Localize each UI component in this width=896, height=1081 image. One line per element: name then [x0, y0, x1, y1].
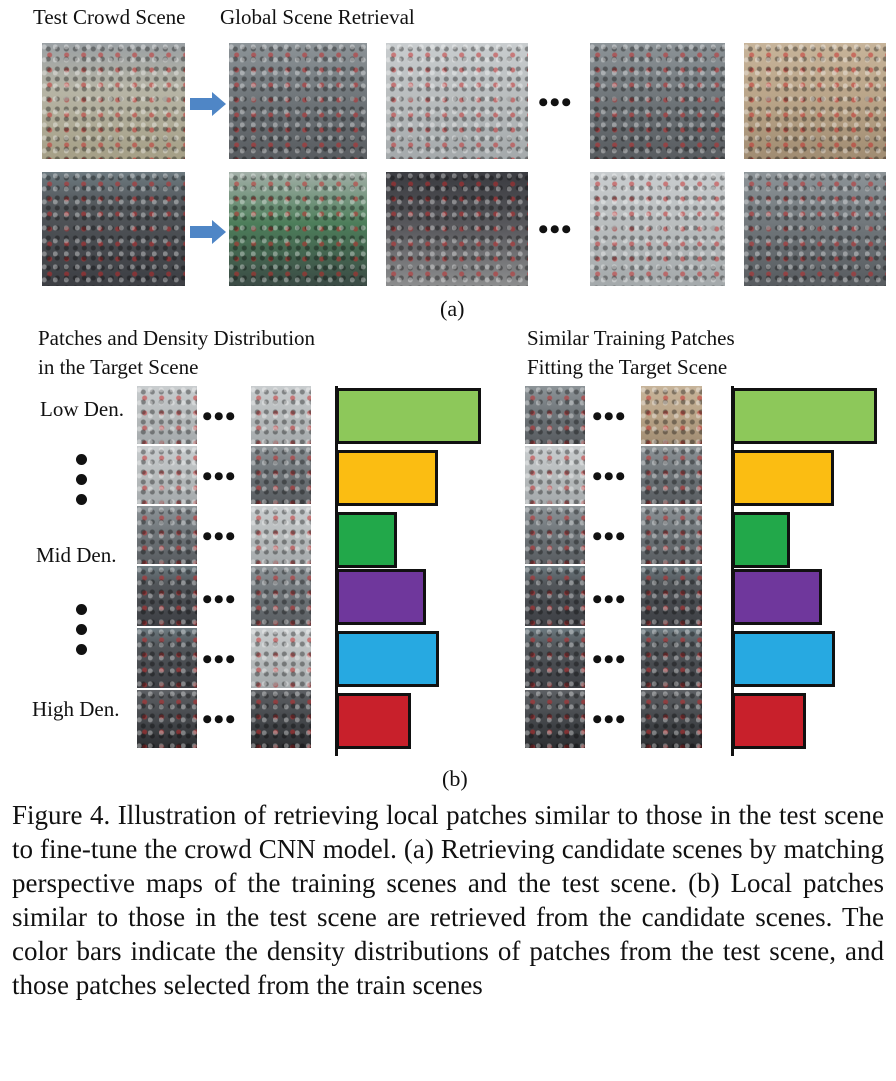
training-patch: [641, 446, 702, 504]
target-patch: [251, 506, 311, 564]
ellipsis: •••: [202, 400, 237, 433]
training-patch: [525, 690, 585, 748]
target-patch: [137, 628, 197, 688]
vertical-dot: [76, 494, 87, 505]
density-bar: [732, 450, 834, 506]
test-scene-image-1: [42, 43, 185, 159]
target-patch: [251, 690, 311, 748]
panel-b-label: (b): [442, 766, 468, 791]
training-patch: [641, 690, 702, 748]
ellipsis: •••: [592, 703, 627, 736]
density-bar: [336, 569, 426, 625]
ellipsis: •••: [592, 400, 627, 433]
training-patch: [525, 566, 585, 626]
retrieved-scene-image: [744, 172, 886, 286]
density-bar: [732, 693, 806, 749]
vertical-dot: [76, 604, 87, 615]
ellipsis: •••: [592, 520, 627, 553]
retrieved-scene-image: [229, 43, 367, 159]
ellipsis: •••: [538, 213, 573, 246]
density-bar: [336, 512, 397, 568]
retrieved-scene-image: [386, 172, 528, 286]
ellipsis: •••: [202, 703, 237, 736]
ellipsis: •••: [202, 583, 237, 616]
panel-a-label: (a): [440, 296, 465, 321]
ellipsis: •••: [202, 520, 237, 553]
density-bar: [732, 388, 877, 444]
retrieved-scene-image: [590, 172, 725, 286]
retrieved-scene-image: [744, 43, 886, 159]
density-bar: [336, 450, 438, 506]
figure-caption: Figure 4. Illustration of retrieving loc…: [12, 800, 884, 1000]
training-patch: [525, 446, 585, 504]
ellipsis: •••: [202, 643, 237, 676]
target-patch: [137, 386, 197, 444]
training-patch: [641, 506, 702, 564]
training-patch: [641, 566, 702, 626]
training-patch: [525, 386, 585, 444]
density-bar: [732, 512, 790, 568]
target-patch: [137, 690, 197, 748]
vertical-dot: [76, 454, 87, 465]
training-density-bars: [731, 386, 879, 756]
retrieved-scene-image: [590, 43, 725, 159]
target-patch: [137, 446, 197, 504]
training-patch: [525, 506, 585, 564]
density-bar: [336, 693, 411, 749]
vertical-dot: [76, 644, 87, 655]
high-density-label: High Den.: [32, 697, 120, 721]
ellipsis: •••: [592, 643, 627, 676]
arrow-right-icon: [190, 92, 226, 116]
left-title-line2: in the Target Scene: [38, 355, 199, 379]
retrieved-scene-image: [229, 172, 367, 286]
target-patch: [137, 506, 197, 564]
test-crowd-scene-heading: Test Crowd Scene: [33, 5, 186, 29]
target-patch: [251, 566, 311, 626]
density-bar: [336, 631, 439, 687]
retrieved-scene-image: [386, 43, 528, 159]
training-patch: [641, 628, 702, 688]
vertical-dot: [76, 624, 87, 635]
right-title-line1: Similar Training Patches: [527, 326, 735, 350]
ellipsis: •••: [592, 460, 627, 493]
global-scene-retrieval-heading: Global Scene Retrieval: [220, 5, 415, 29]
training-patch: [525, 628, 585, 688]
vertical-dot: [76, 474, 87, 485]
target-patch: [251, 628, 311, 688]
density-bar: [732, 569, 822, 625]
mid-density-label: Mid Den.: [36, 543, 117, 567]
ellipsis: •••: [538, 86, 573, 119]
density-bar: [732, 631, 835, 687]
target-patch: [251, 386, 311, 444]
test-scene-image-2: [42, 172, 185, 286]
target-density-bars: [335, 386, 485, 756]
right-title-line2: Fitting the Target Scene: [527, 355, 728, 379]
ellipsis: •••: [202, 460, 237, 493]
target-patch: [251, 446, 311, 504]
density-bar: [336, 388, 481, 444]
training-patch: [641, 386, 702, 444]
target-patch: [137, 566, 197, 626]
ellipsis: •••: [592, 583, 627, 616]
low-density-label: Low Den.: [40, 397, 124, 421]
arrow-right-icon: [190, 220, 226, 244]
left-title-line1: Patches and Density Distribution: [38, 326, 316, 350]
